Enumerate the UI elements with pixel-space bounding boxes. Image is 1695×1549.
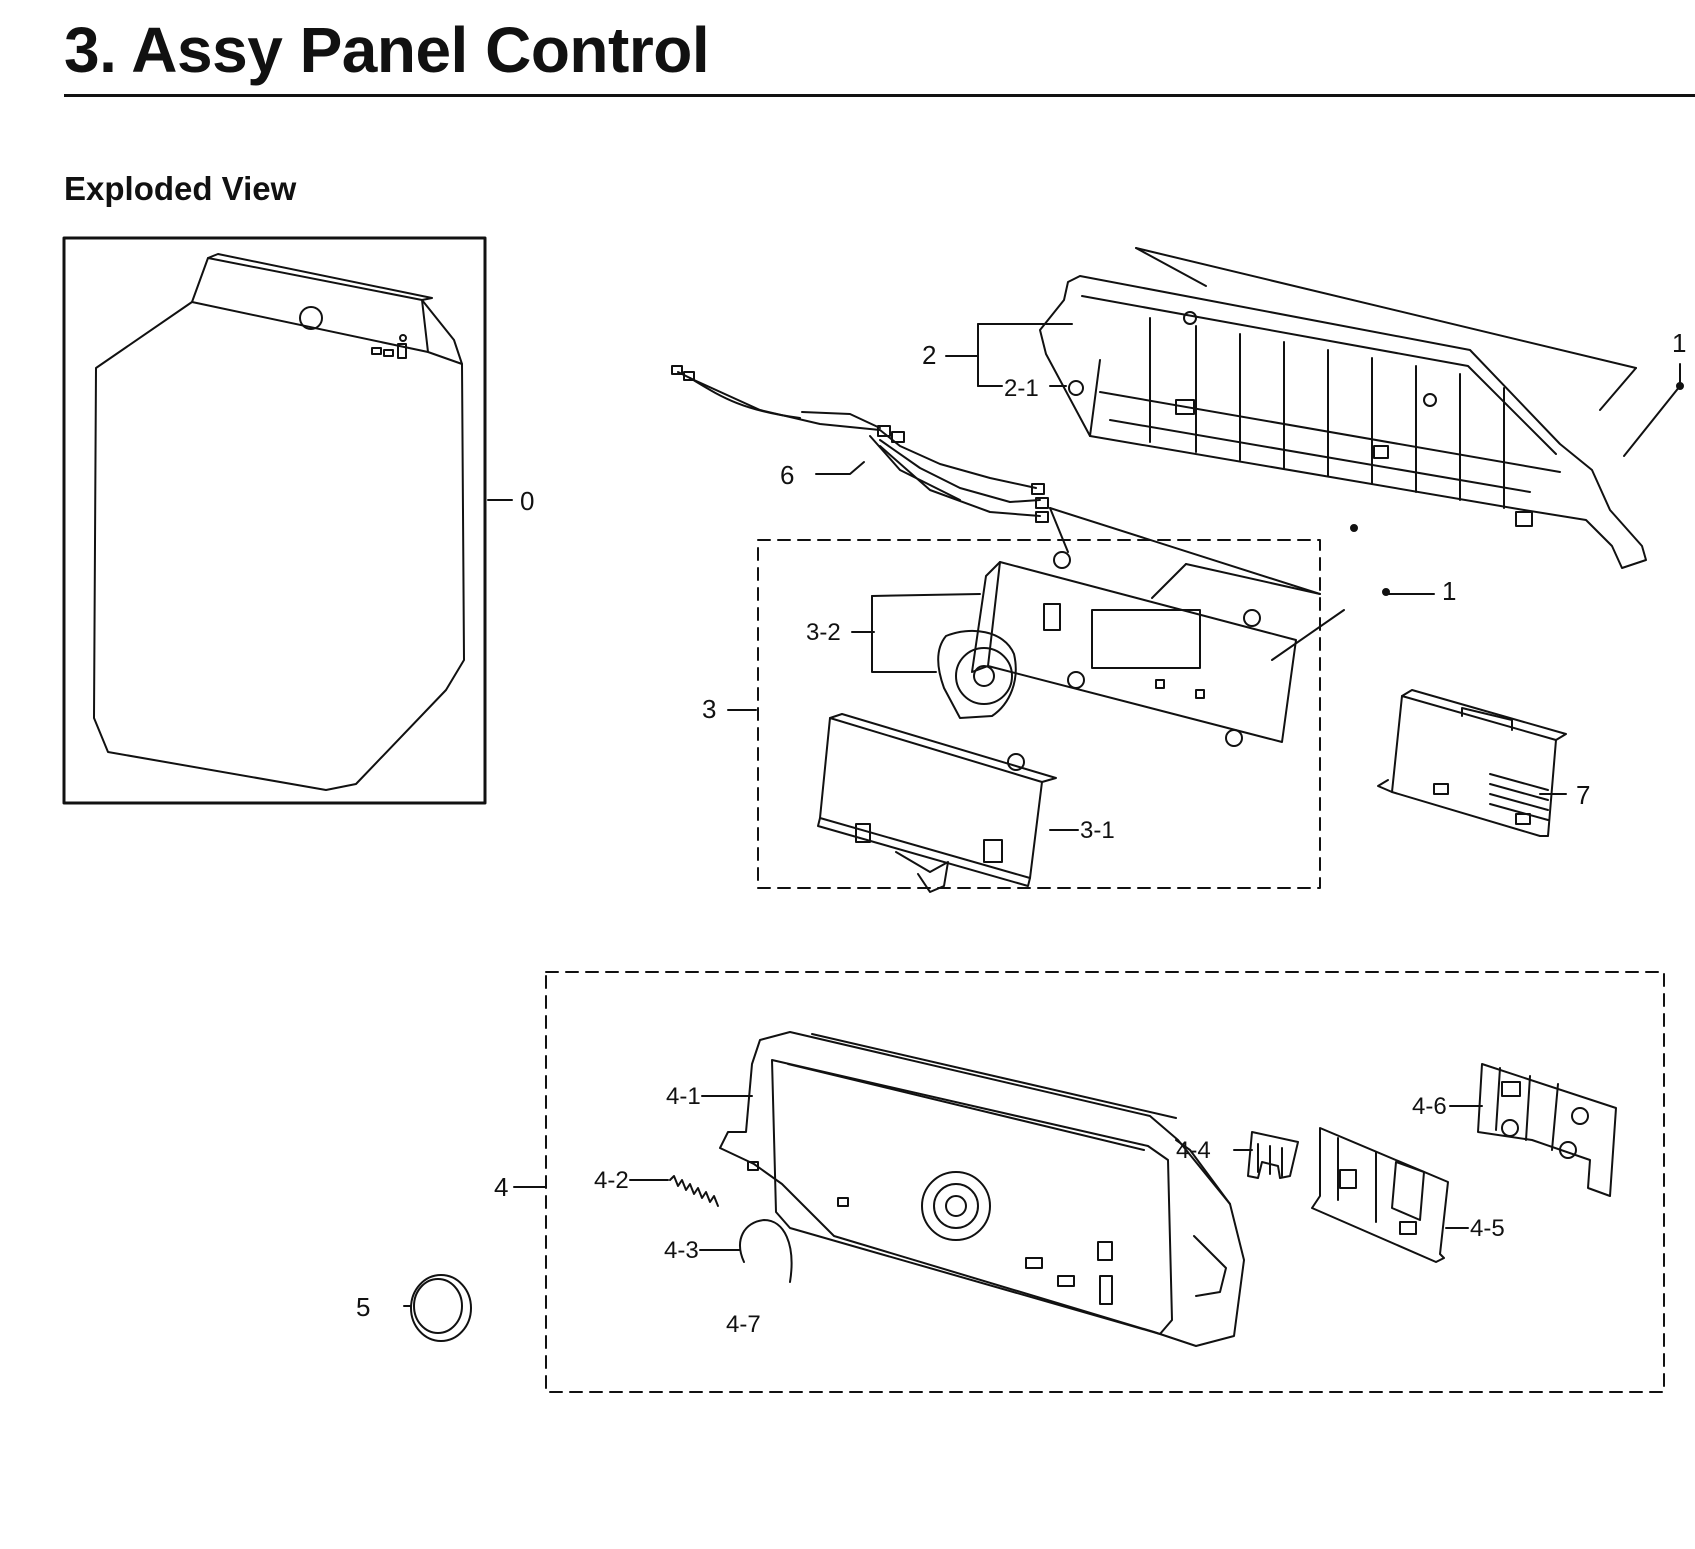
exploded-view-subtitle: Exploded View: [64, 170, 297, 207]
assembly-4-boundary: [545, 971, 1665, 1393]
callout-4-2: 4-2: [594, 1167, 629, 1194]
part-display-bracket: [1477, 1063, 1617, 1197]
part-control-panel-housing: [719, 1031, 1245, 1347]
washer-silhouette: [93, 253, 465, 791]
callout-7: 7: [1576, 780, 1590, 810]
part-2-1-grommet: [1068, 380, 1084, 396]
part-top-cover: [1377, 689, 1567, 837]
callout-4: 4: [494, 1172, 508, 1202]
callout-1-top: 1: [1672, 328, 1686, 358]
part-knob: [410, 1274, 472, 1342]
part-button-set: [1247, 1131, 1299, 1179]
callout-4-7: 4-7: [726, 1311, 761, 1338]
part-button-bracket: [1311, 1127, 1449, 1263]
part-ring: [739, 1219, 793, 1283]
callout-0: 0: [520, 486, 534, 516]
callout-2: 2: [922, 340, 936, 370]
callout-6: 6: [780, 460, 794, 490]
callout-4-6: 4-6: [1412, 1093, 1447, 1120]
part-pcb-case: [817, 713, 1057, 893]
assembly-3-boundary: [757, 539, 1321, 889]
callout-4-1: 4-1: [666, 1083, 701, 1110]
section-title: 3. Assy Panel Control: [64, 14, 710, 86]
part-main-pcb: [971, 507, 1390, 747]
part-wire-harness: [671, 365, 1049, 523]
part-encoder-board: [937, 629, 1017, 719]
callout-3-1: 3-1: [1080, 817, 1115, 844]
callout-5: 5: [356, 1292, 370, 1322]
title-underline: [64, 94, 1695, 97]
leader-lines: [403, 323, 1684, 1307]
callout-2-1: 2-1: [1004, 375, 1039, 402]
callout-1-mid: 1: [1442, 576, 1456, 606]
part-control-frame: [1039, 247, 1647, 569]
overview-washer-inset: [62, 236, 487, 805]
part-spring: [669, 1175, 719, 1207]
callout-4-5: 4-5: [1470, 1215, 1505, 1242]
callout-3-2: 3-2: [806, 619, 841, 646]
callout-4-3: 4-3: [664, 1237, 699, 1264]
callout-4-4: 4-4: [1176, 1137, 1211, 1164]
callout-3: 3: [702, 694, 716, 724]
